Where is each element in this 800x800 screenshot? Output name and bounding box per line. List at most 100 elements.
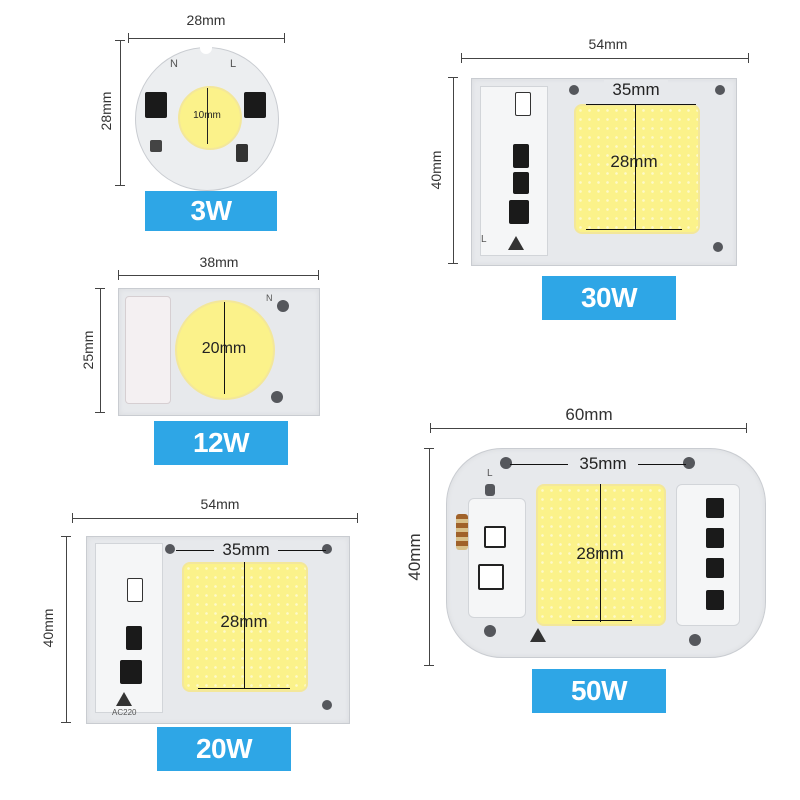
dimension-tick — [430, 423, 431, 433]
driver-chip — [509, 200, 529, 224]
led-emitter-50w — [536, 484, 666, 626]
led-emitter-30w — [574, 104, 700, 234]
resistor — [236, 144, 248, 162]
driver-chip — [126, 626, 142, 650]
dimension-tick — [61, 536, 71, 537]
dimension-tick — [95, 288, 105, 289]
inner-dimension-line — [198, 688, 290, 689]
height-label-20w: 40mm — [40, 608, 56, 648]
mount-hole — [277, 300, 289, 312]
width-label-12w: 38mm — [199, 254, 239, 270]
board-notch — [200, 44, 212, 54]
wattage-badge-12w: 12W — [154, 421, 288, 465]
mount-hole — [322, 544, 332, 554]
inner-height-label-20w: 28mm — [220, 612, 268, 631]
driver-chip — [244, 92, 266, 118]
dimension-tick — [448, 263, 458, 264]
driver-chip — [515, 92, 531, 116]
inner-width-label-30w: 35mm — [604, 80, 668, 100]
warning-icon — [530, 628, 546, 642]
wattage-badge-3w: 3W — [145, 191, 277, 231]
board-label-ac: AC220 — [112, 708, 137, 717]
inner-dimension-line — [207, 88, 208, 144]
dimension-tick — [424, 665, 434, 666]
mount-hole — [484, 625, 496, 637]
dimension-line-width-50w — [430, 428, 747, 429]
dimension-line-height-20w — [66, 536, 67, 723]
dimension-tick — [95, 412, 105, 413]
mount-hole — [715, 85, 725, 95]
height-label-3w: 28mm — [98, 91, 114, 131]
driver-chip — [120, 660, 142, 684]
width-label-20w: 54mm — [200, 496, 240, 512]
dimension-tick — [748, 53, 749, 63]
dimension-tick — [61, 722, 71, 723]
dimension-tick — [115, 185, 125, 186]
dimension-line-width-3w — [128, 38, 285, 39]
driver-chip — [478, 564, 504, 590]
driver-chip — [706, 498, 724, 518]
led-emitter-3w — [178, 86, 242, 150]
resistor — [150, 140, 162, 152]
inner-dimension-line — [586, 229, 682, 230]
dimension-tick — [118, 270, 119, 280]
driver-chip — [127, 578, 143, 602]
dimension-line-width-20w — [72, 518, 358, 519]
led-emitter-12w — [175, 300, 275, 400]
height-label-30w: 40mm — [428, 150, 444, 190]
board-wing — [468, 498, 526, 618]
mount-hole — [485, 484, 495, 496]
driver-chip — [484, 526, 506, 548]
dimension-tick — [461, 53, 462, 63]
inner-width-label-50w: 35mm — [568, 454, 638, 474]
driver-chip — [145, 92, 167, 118]
mount-hole — [322, 700, 332, 710]
dimension-tick — [424, 448, 434, 449]
dimension-line-height-30w — [453, 77, 454, 264]
dimension-tick — [448, 77, 458, 78]
mount-hole — [165, 544, 175, 554]
dimension-line-width-12w — [118, 275, 319, 276]
inner-dimension-line — [572, 620, 632, 621]
dimension-tick — [128, 33, 129, 43]
board-wing — [480, 86, 548, 256]
width-label-3w: 28mm — [186, 12, 226, 28]
dimension-tick — [357, 513, 358, 523]
inner-dimension-line — [224, 302, 225, 394]
dimension-line-width-30w — [461, 58, 749, 59]
board-label-n: N — [266, 293, 273, 303]
board-label-n: N — [170, 58, 178, 70]
wattage-badge-50w: 50W — [532, 669, 666, 713]
dimension-line-height-3w — [120, 40, 121, 186]
board-label-l: L — [481, 234, 487, 245]
inner-label-3w: 10mm — [193, 110, 221, 121]
dimension-tick — [284, 33, 285, 43]
inner-dimension-line — [635, 104, 636, 230]
board-label-l: L — [487, 468, 493, 479]
width-label-30w: 54mm — [588, 36, 628, 52]
height-label-12w: 25mm — [80, 330, 96, 370]
inner-width-label-20w: 35mm — [214, 540, 278, 560]
dimension-line-height-50w — [429, 448, 430, 666]
driver-chip — [706, 528, 724, 548]
driver-chip — [706, 558, 724, 578]
inner-dimension-line — [600, 484, 601, 622]
dimension-tick — [318, 270, 319, 280]
dimension-tick — [746, 423, 747, 433]
dimension-tick — [72, 513, 73, 523]
driver-chip — [513, 144, 529, 168]
dimension-tick — [115, 40, 125, 41]
warning-icon — [116, 692, 132, 706]
mount-hole — [713, 242, 723, 252]
width-label-50w: 60mm — [565, 405, 613, 424]
dimension-line-height-12w — [100, 288, 101, 413]
board-label-l: L — [230, 58, 237, 70]
driver-chip — [706, 590, 724, 610]
mount-hole — [689, 634, 701, 646]
driver-chip — [513, 172, 529, 194]
height-label-50w: 40mm — [405, 533, 424, 581]
wattage-badge-20w: 20W — [157, 727, 291, 771]
mount-hole — [683, 457, 695, 469]
inner-height-label-50w: 28mm — [576, 544, 624, 563]
wattage-badge-30w: 30W — [542, 276, 676, 320]
